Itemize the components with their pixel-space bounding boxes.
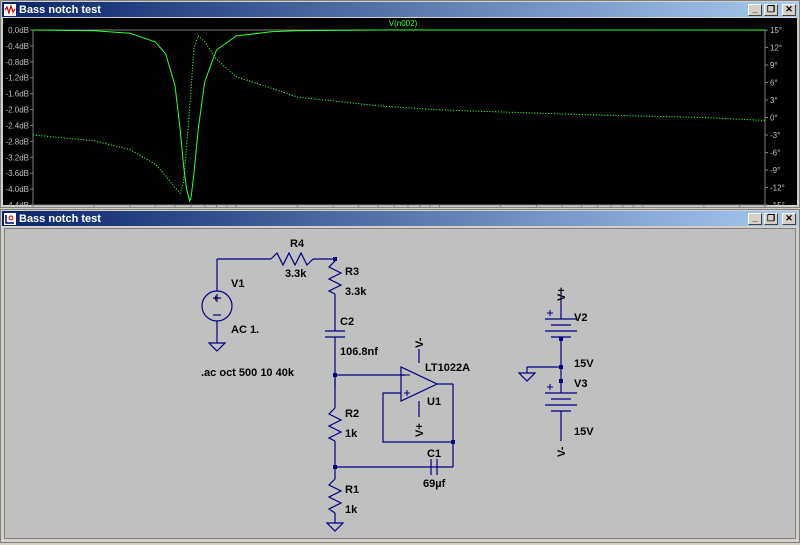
supply-vplus-label[interactable]: V+ [556, 287, 568, 301]
c2-capacitor-symbol[interactable] [325, 330, 345, 338]
close-button[interactable]: ✕ [782, 3, 796, 16]
y-left-tick-label: -4.0dB [5, 185, 29, 194]
r2-resistor-symbol[interactable] [327, 407, 343, 442]
ground-symbol [517, 372, 537, 382]
y-right-tick-label: -15° [770, 201, 785, 207]
v3-value-label[interactable]: 15V [574, 426, 594, 438]
r3-ref-label[interactable]: R3 [345, 266, 359, 278]
c1-value-label[interactable]: 69µf [423, 478, 446, 490]
y-left-tick-label: -2.4dB [5, 121, 29, 130]
v2-battery-symbol[interactable] [545, 307, 577, 345]
minimize-button[interactable]: _ [748, 3, 762, 16]
y-right-tick-label: -9° [770, 166, 780, 175]
y-left-tick-label: -2.8dB [5, 137, 29, 146]
u1-value-label[interactable]: LT1022A [425, 362, 470, 374]
v1-source-symbol[interactable] [201, 290, 233, 322]
schematic-canvas[interactable]: V1 AC 1. + R4 3.3k R3 3.3k C2 106.8nf .a… [4, 228, 796, 539]
r2-value-label[interactable]: 1k [345, 428, 358, 440]
c1-ref-label[interactable]: C1 [427, 448, 441, 460]
plot-traces [32, 29, 766, 203]
r3-value-label[interactable]: 3.3k [345, 286, 367, 298]
opamp-vminus-label[interactable]: V- [414, 337, 426, 348]
schematic-title-bar[interactable]: Bass notch test _ ❐ ✕ [2, 211, 798, 226]
plot-grid [32, 29, 766, 206]
y-right-tick-label: -12° [770, 184, 785, 193]
y-right-tick-label: -3° [770, 131, 780, 140]
y-axis-left-ticks: 0.0dB -0.4dB -0.8dB -1.2dB -1.6dB -2.0dB -2.4d… [5, 26, 33, 210]
r1-value-label[interactable]: 1k [345, 504, 358, 516]
v3-ref-label[interactable]: V3 [574, 378, 587, 390]
restore-button[interactable]: ❐ [764, 3, 778, 16]
trace-label[interactable]: V(n002) [389, 19, 418, 28]
r2-ref-label[interactable]: R2 [345, 408, 359, 420]
v2-ref-label[interactable]: V2 [574, 312, 587, 324]
u1-ref-label[interactable]: U1 [427, 396, 441, 408]
v1-plus-label: + [213, 293, 218, 303]
y-left-tick-label: -4.4dB [5, 201, 29, 207]
v2-value-label[interactable]: 15V [574, 358, 594, 370]
y-right-tick-label: 15° [770, 26, 782, 35]
ground-symbol [325, 522, 345, 532]
schematic-app-icon [4, 212, 16, 225]
y-left-tick-label: -2.0dB [5, 106, 29, 115]
y-left-tick-label: -0.4dB [5, 42, 29, 51]
waveform-title-bar[interactable]: Bass notch test _ ❐ ✕ [2, 2, 798, 17]
y-right-tick-label: -6° [770, 149, 780, 158]
r1-resistor-symbol[interactable] [327, 478, 343, 514]
y-left-tick-label: -1.2dB [5, 74, 29, 83]
r3-resistor-symbol[interactable] [327, 260, 343, 295]
y-left-tick-label: -3.2dB [5, 153, 29, 162]
y-right-tick-label: 3° [770, 96, 778, 105]
schematic-window-title: Bass notch test [19, 212, 101, 225]
opamp-vplus-label[interactable]: V+ [414, 423, 426, 437]
waveform-app-icon [4, 3, 16, 16]
r1-ref-label[interactable]: R1 [345, 484, 359, 496]
c2-value-label[interactable]: 106.8nf [340, 346, 378, 358]
waveform-window: Bass notch test _ ❐ ✕ 0.0dB -0.4dB -0.8dB -… [0, 0, 800, 218]
magnitude-trace[interactable] [32, 29, 765, 203]
y-left-tick-label: 0.0dB [8, 26, 29, 35]
ground-symbol [207, 342, 227, 352]
supply-vminus-label[interactable]: V- [556, 446, 568, 457]
y-left-tick-label: -3.6dB [5, 169, 29, 178]
y-left-tick-label: -0.8dB [5, 58, 29, 67]
wires [216, 258, 562, 523]
restore-button[interactable]: ❐ [764, 212, 778, 225]
r4-ref-label[interactable]: R4 [290, 238, 305, 250]
bode-plot[interactable]: 0.0dB -0.4dB -0.8dB -1.2dB -1.6dB -2.0dB -2.4d… [3, 18, 799, 218]
v3-battery-symbol[interactable] [545, 381, 577, 412]
y-right-tick-label: 9° [770, 61, 778, 70]
c2-ref-label[interactable]: C2 [340, 316, 354, 328]
close-button[interactable]: ✕ [782, 212, 796, 225]
y-axis-right-ticks: 15° 12° 9° 6° 3° 0° -3° -6° -9° -12° -15° [765, 26, 785, 210]
y-right-tick-label: 6° [770, 79, 778, 88]
r4-resistor-symbol[interactable] [270, 251, 314, 267]
y-right-tick-label: 0° [770, 114, 778, 123]
r4-value-label[interactable]: 3.3k [285, 268, 307, 280]
minimize-button[interactable]: _ [748, 212, 762, 225]
plot-frame [32, 29, 766, 206]
schematic-drawing[interactable]: V1 AC 1. + R4 3.3k R3 3.3k C2 106.8nf .a… [5, 229, 797, 540]
schematic-window: Bass notch test _ ❐ ✕ [0, 209, 800, 543]
v1-value-label[interactable]: AC 1. [231, 324, 259, 336]
waveform-window-title: Bass notch test [19, 3, 101, 16]
u1-opamp-symbol[interactable] [400, 366, 439, 402]
phase-trace[interactable] [32, 34, 766, 195]
plot-area[interactable]: 0.0dB -0.4dB -0.8dB -1.2dB -1.6dB -2.0dB -2.4d… [3, 18, 799, 218]
y-right-tick-label: 12° [770, 44, 782, 53]
directive-text[interactable]: .ac oct 500 10 40k [201, 367, 295, 379]
y-left-tick-label: -1.6dB [5, 90, 29, 99]
v1-ref-label[interactable]: V1 [231, 278, 244, 290]
c1-capacitor-symbol[interactable] [430, 459, 438, 475]
